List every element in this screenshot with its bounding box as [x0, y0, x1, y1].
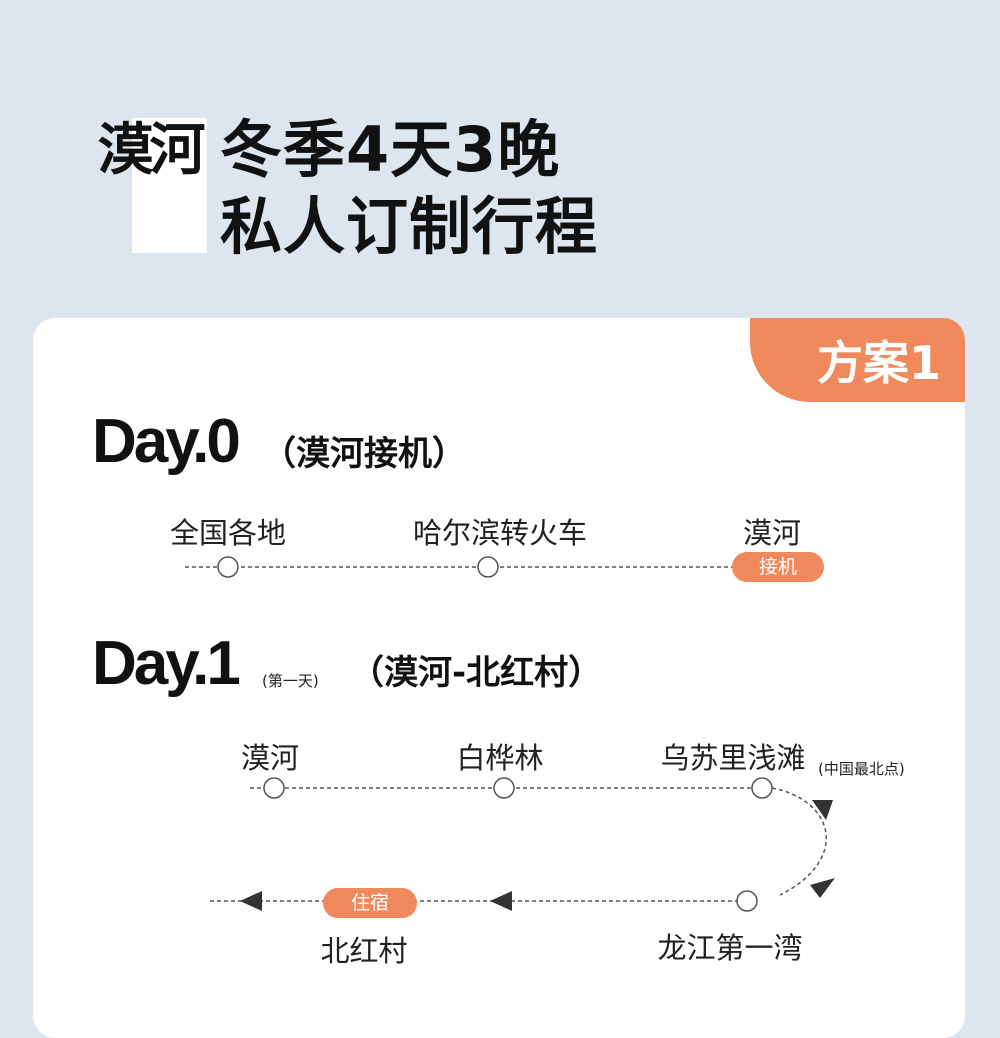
stop-dot: [736, 890, 758, 912]
arrow-icon: [812, 800, 833, 820]
stop-label: 白桦林: [456, 741, 544, 775]
stop-label: 龙江第一湾: [657, 931, 803, 965]
stop-label: 北红村: [320, 934, 408, 968]
day1-title: Day.1: [92, 629, 241, 698]
stop-dot: [751, 777, 773, 799]
arrow-icon: [810, 878, 835, 898]
stop-label: 漠河: [240, 741, 300, 775]
stop-dot: [263, 777, 285, 799]
pickup-badge: 接机: [732, 552, 824, 582]
itinerary-card: 方案1: [33, 318, 965, 1038]
stop-dot: [217, 556, 239, 578]
arrow-icon: [490, 891, 512, 911]
mohe-logo: 漠河: [92, 118, 207, 253]
day0-title: Day.0: [92, 407, 241, 476]
stop-dot: [493, 777, 515, 799]
plan-badge: 方案1: [750, 318, 965, 402]
stop-dot: [477, 556, 499, 578]
stop-label: 乌苏里浅滩: [660, 741, 806, 775]
day1-subtitle: （漠河-北红村）: [350, 653, 603, 693]
stay-badge: 住宿: [323, 888, 417, 918]
stop-label: 哈尔滨转火车: [412, 516, 588, 550]
title-line-1: 冬季4天3晚: [220, 113, 561, 186]
title-line-2: 私人订制行程: [220, 190, 599, 263]
stop-label: 全国各地: [169, 516, 287, 550]
arrow-icon: [240, 891, 262, 911]
stop-label: 漠河: [742, 516, 802, 550]
route-lines: [185, 556, 835, 912]
day1-small: (第一天): [262, 672, 319, 690]
day0-subtitle: （漠河接机）: [262, 434, 466, 474]
stop-note: (中国最北点): [818, 760, 905, 778]
plan-label: 方案1: [816, 336, 941, 390]
